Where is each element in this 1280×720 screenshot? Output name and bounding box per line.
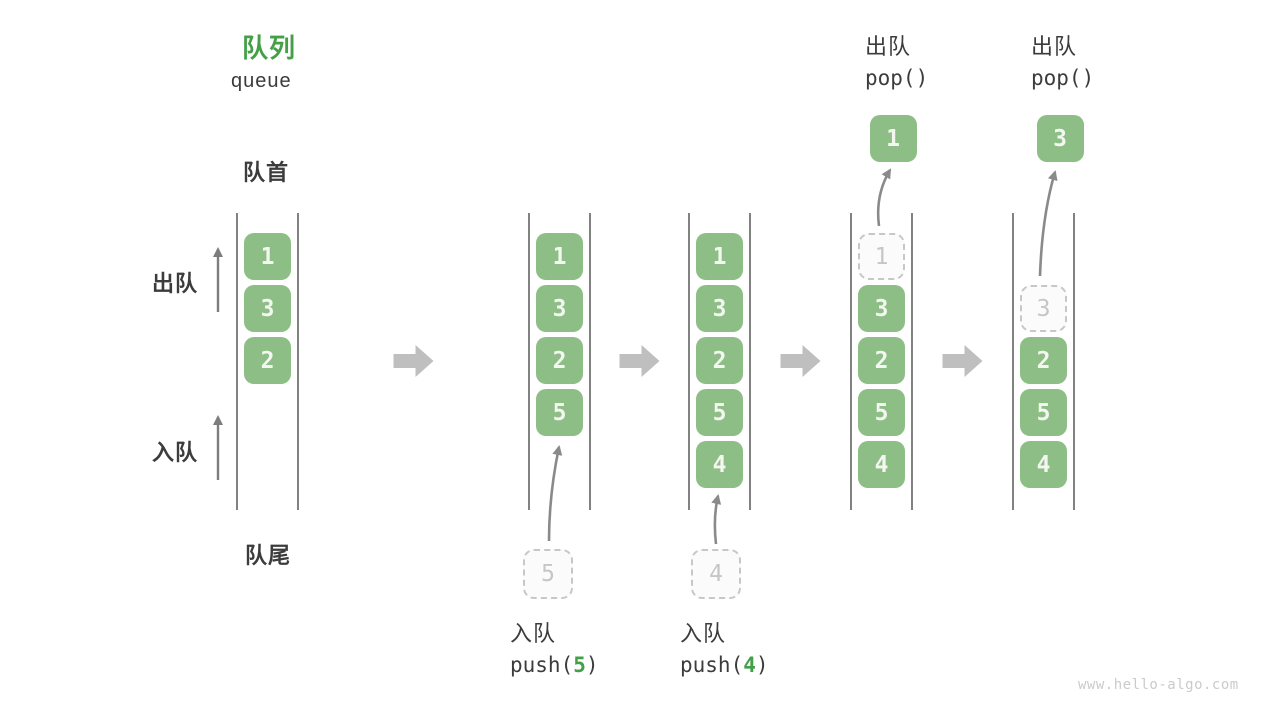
code-code_after: )	[585, 653, 599, 677]
staging-cell: 4	[691, 549, 741, 599]
enqueue-op-code: push(5)	[510, 653, 599, 677]
label-enqueue-direction: 入队	[152, 440, 199, 465]
enqueue-arrow	[711, 494, 722, 545]
dequeue-op-label: 出队	[1031, 34, 1078, 59]
label-queue-front: 队首	[243, 160, 290, 185]
diagram-title: 队列	[242, 33, 297, 63]
diagram-subtitle: queue	[231, 70, 292, 92]
queue-cell: 3	[696, 285, 743, 332]
queue-cell: 3	[244, 285, 291, 332]
enqueue-arrow	[547, 445, 563, 542]
queue-cell: 4	[696, 441, 743, 488]
code-arg: 5	[573, 653, 586, 677]
queue-cell: 5	[696, 389, 743, 436]
queue-cell: 3	[536, 285, 583, 332]
queue-cell: 2	[858, 337, 905, 384]
next-state-arrow	[780, 345, 821, 377]
dequeue-op-label: 出队	[865, 34, 912, 59]
queue-cell: 2	[1020, 337, 1067, 384]
next-state-arrow	[393, 345, 434, 377]
dequeue-op-code: pop()	[865, 66, 929, 90]
queue-cell: 4	[1020, 441, 1067, 488]
label-dequeue-direction: 出队	[152, 271, 199, 296]
next-state-arrow	[619, 345, 660, 377]
popped-cell: 1	[869, 115, 917, 162]
queue-cell-removed: 3	[1020, 285, 1067, 332]
code-code_after: )	[755, 653, 769, 677]
code-code_before: push(	[510, 653, 574, 677]
queue-cell: 3	[858, 285, 905, 332]
queue-cell: 2	[536, 337, 583, 384]
queue-cell-removed: 1	[858, 233, 905, 280]
enqueue-op-code: push(4)	[680, 653, 769, 677]
enqueue-op-label: 入队	[510, 621, 557, 646]
popped-cell: 3	[1036, 115, 1084, 162]
dequeue-op-code: pop()	[1031, 66, 1095, 90]
code-code_before: push(	[680, 653, 744, 677]
label-queue-rear: 队尾	[245, 543, 292, 568]
staging-cell: 5	[523, 549, 573, 599]
next-state-arrow	[942, 345, 983, 377]
queue-cell: 4	[858, 441, 905, 488]
code-arg: 4	[743, 653, 756, 677]
dequeue-arrow	[876, 168, 892, 227]
queue-cell: 5	[1020, 389, 1067, 436]
watermark: www.hello-algo.com	[1078, 677, 1239, 693]
queue-cell: 5	[536, 389, 583, 436]
queue-cell: 1	[696, 233, 743, 280]
queue-cell: 2	[696, 337, 743, 384]
enqueue-op-label: 入队	[680, 621, 727, 646]
queue-cell: 5	[858, 389, 905, 436]
queue-cell: 1	[244, 233, 291, 280]
queue-cell: 1	[536, 233, 583, 280]
queue-cell: 2	[244, 337, 291, 384]
dequeue-arrow	[1038, 170, 1058, 277]
